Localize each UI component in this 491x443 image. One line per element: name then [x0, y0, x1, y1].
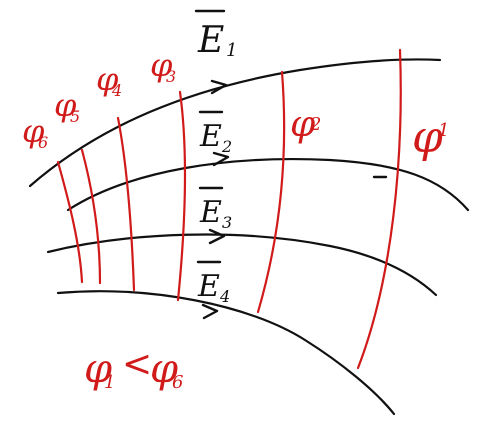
e4-subscript: 4: [219, 287, 230, 306]
equipotential-line-3: [176, 90, 187, 302]
phi3-symbol: φ: [150, 46, 173, 84]
field-arrow-4: [201, 303, 219, 320]
field-arrow-3: [208, 228, 226, 245]
relation-left-subscript: 1: [104, 372, 115, 393]
equipotential-line-5: [80, 148, 102, 285]
label-e2: E 2: [198, 110, 232, 156]
field-line-4: [56, 290, 396, 416]
relation-right-subscript: 6: [172, 372, 183, 393]
relation-left-symbol: φ: [84, 346, 112, 392]
potential-relation: φ 1 < φ 6: [84, 344, 183, 393]
phi5-symbol: φ: [54, 86, 77, 124]
label-phi1: φ 1: [412, 112, 449, 163]
label-e1: E 1: [194, 9, 237, 61]
e1-subscript: 1: [226, 40, 237, 61]
equipotential-line-2: [256, 70, 286, 314]
e3-subscript: 3: [222, 213, 232, 232]
label-e4: E 4: [196, 260, 230, 306]
field-arrow-1: [210, 79, 228, 95]
relation-right-symbol: φ: [150, 346, 178, 392]
equipotential-line-6: [56, 160, 84, 284]
label-phi4: φ 4: [96, 60, 122, 100]
e3-symbol: E: [199, 195, 222, 230]
phi5-subscript: 5: [70, 107, 80, 126]
relation-operator: <: [122, 344, 152, 385]
equipotential-line-4: [116, 116, 136, 292]
phi2-symbol: φ: [290, 104, 316, 145]
phi6-subscript: 6: [38, 133, 48, 152]
field-line-1: [28, 58, 442, 188]
label-phi6: φ 6: [22, 112, 48, 152]
label-phi3: φ 3: [150, 46, 176, 86]
phi2-subscript: 2: [309, 114, 321, 135]
phi3-subscript: 3: [166, 67, 176, 86]
field-arrow-2: [212, 151, 230, 167]
e4-symbol: E: [197, 269, 220, 304]
e2-subscript: 2: [221, 137, 232, 156]
e1-symbol: E: [197, 20, 224, 61]
phi1-subscript: 1: [438, 120, 449, 141]
label-phi5: φ 5: [54, 86, 80, 126]
phi4-symbol: φ: [96, 60, 119, 98]
phi6-symbol: φ: [22, 112, 45, 150]
e2-symbol: E: [199, 119, 222, 154]
field-line-3: [46, 233, 438, 297]
label-e3: E 3: [198, 186, 232, 232]
phi1-symbol: φ: [412, 112, 443, 163]
label-phi2: φ 2: [290, 104, 321, 145]
phi4-subscript: 4: [111, 81, 122, 100]
equipotential-line-1: [356, 48, 402, 370]
